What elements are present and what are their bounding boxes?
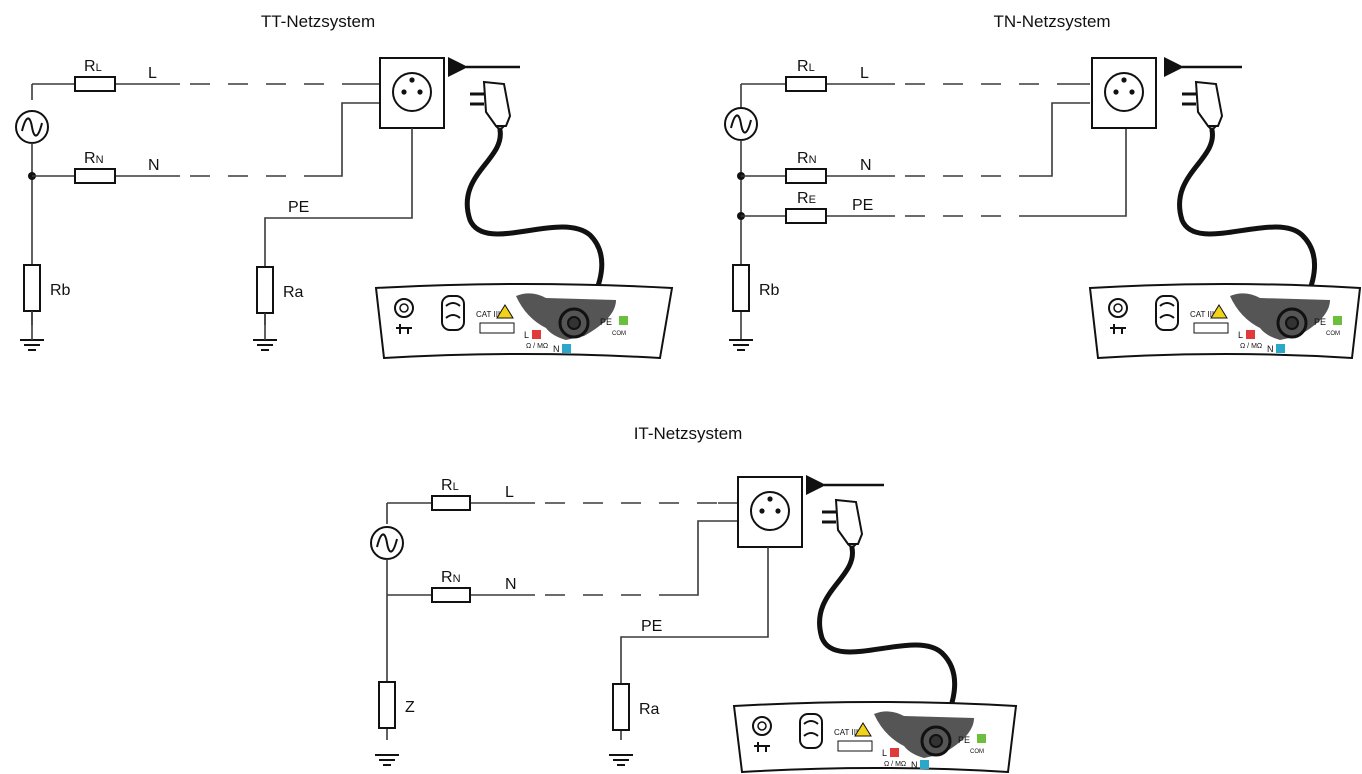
l-label: L [524, 330, 529, 340]
rb-label: Rb [50, 282, 71, 299]
line-n-label: N [860, 157, 872, 174]
ohm-label: Ω / MΩ [1240, 343, 1262, 350]
resistor-rn [431, 587, 471, 603]
resistor-ra [612, 683, 630, 731]
l-label: L [1238, 330, 1243, 340]
plug-icon [1180, 80, 1224, 132]
ohm-label: Ω / MΩ [884, 761, 906, 768]
tn-title: TN-Netzsystem [993, 12, 1110, 31]
ohm-label: Ω / MΩ [526, 343, 548, 350]
resistor-rl [785, 76, 827, 92]
outlet-icon [737, 476, 803, 548]
pe-label: PE [958, 735, 970, 745]
earth-icon [608, 754, 634, 766]
resistor-rb [23, 264, 41, 312]
resistor-rn [785, 168, 827, 184]
l-label: L [882, 748, 887, 758]
outlet-icon [1091, 57, 1157, 129]
resistor-re [785, 208, 827, 224]
instrument-panel: CAT III L Ω / MΩ N PE COM [732, 701, 1018, 774]
resistor-rl [74, 76, 116, 92]
outlet-icon [379, 57, 445, 129]
n-label: N [1267, 344, 1274, 354]
z-label: Z [405, 699, 415, 716]
instrument-panel: CAT III L Ω / MΩ N PE COM [1088, 283, 1362, 360]
resistor-rl [431, 495, 471, 511]
com-label: COM [970, 749, 984, 755]
line-n-label: N [148, 157, 160, 174]
earth-icon [728, 339, 754, 351]
earth-icon [252, 339, 278, 351]
earth-icon [374, 754, 400, 766]
n-label: N [911, 760, 918, 770]
line-pe-label: PE [288, 199, 309, 216]
ac-source-icon [15, 110, 49, 144]
rn-label: RN [797, 150, 817, 167]
line-n-label: N [505, 576, 517, 593]
cat-label: CAT III [476, 310, 500, 319]
ra-label: Ra [283, 284, 304, 301]
cat-label: CAT III [834, 728, 858, 737]
pe-label: PE [1314, 317, 1326, 327]
resistor-ra [256, 266, 274, 314]
re-label: RE [797, 190, 816, 207]
line-l-label: L [505, 484, 514, 501]
rn-label: RN [84, 150, 104, 167]
line-pe-label: PE [852, 197, 873, 214]
tt-title: TT-Netzsystem [261, 12, 375, 31]
plug-icon [820, 498, 864, 550]
earth-icon [19, 339, 45, 351]
it-title: IT-Netzsystem [634, 424, 743, 443]
resistor-rn [74, 168, 116, 184]
ac-source-icon [370, 526, 404, 560]
it-diagram: IT-Netzsystem RL L RN N Z PE Ra [370, 424, 1018, 774]
resistor-rb [732, 264, 750, 312]
line-l-label: L [148, 65, 157, 82]
rb-label: Rb [759, 282, 780, 299]
com-label: COM [1326, 331, 1340, 337]
line-pe-label: PE [641, 618, 662, 635]
line-l-label: L [860, 65, 869, 82]
rl-label: RL [84, 58, 102, 75]
pe-label: PE [600, 317, 612, 327]
com-label: COM [612, 331, 626, 337]
tt-diagram: TT-Netzsystem RL L RN N Rb PE Ra [15, 12, 674, 360]
instrument-panel: CAT III L Ω / MΩ N PE COM [374, 283, 674, 360]
rn-label: RN [441, 569, 461, 586]
ra-label: Ra [639, 701, 660, 718]
cat-label: CAT III [1190, 310, 1214, 319]
n-label: N [553, 344, 560, 354]
tn-diagram: TN-Netzsystem RL L RN N RE PE Rb [724, 12, 1362, 360]
rl-label: RL [797, 58, 815, 75]
plug-icon [468, 80, 512, 132]
resistor-z [378, 681, 396, 729]
ac-source-icon [724, 107, 758, 141]
rl-label: RL [441, 477, 459, 494]
